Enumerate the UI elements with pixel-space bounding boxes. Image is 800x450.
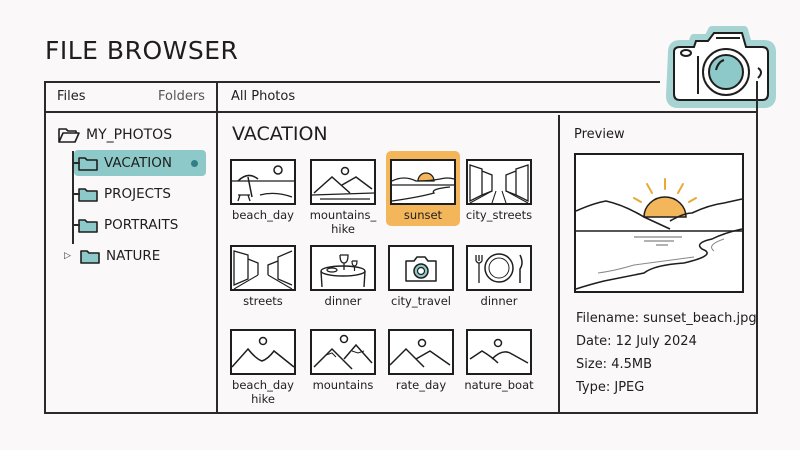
tile-label: city_travel (391, 294, 451, 308)
dinner-table-icon (310, 245, 376, 291)
tree-root-label: MY_PHOTOS (86, 127, 173, 143)
tab-folders[interactable]: Folders (158, 89, 205, 104)
landscape-icon (388, 329, 454, 375)
folder-icon (80, 249, 100, 264)
tile-label: streets (243, 294, 283, 308)
folder-icon (78, 156, 98, 171)
sunset-beach-image[interactable] (574, 153, 744, 293)
tree-line (72, 151, 74, 244)
tile-label: mountains (312, 378, 374, 392)
tile-label: mountains_ hike (309, 208, 377, 236)
tile-label: rate_day (395, 378, 447, 392)
tab-all-photos[interactable]: All Photos (231, 89, 296, 104)
sidebar-item-vacation[interactable]: VACATION (72, 150, 206, 176)
photo-tile[interactable]: rate_day (386, 325, 456, 392)
file-browser-frame: Files Folders All Photos MY_PHOTOS VACAT… (44, 81, 758, 414)
tile-label: nature_boat (464, 378, 534, 392)
tree-root-my-photos[interactable]: MY_PHOTOS (58, 127, 172, 143)
preview-date: Date: 12 July 2024 (576, 334, 697, 349)
snowy-mountains-icon (310, 329, 376, 375)
sidebar-item-label: VACATION (104, 155, 172, 171)
photo-tile-selected[interactable]: sunset (386, 151, 460, 226)
sunset-icon (390, 159, 456, 205)
city-streets-icon (466, 159, 532, 205)
folder-title: VACATION (232, 123, 328, 145)
tile-label: dinner (324, 294, 362, 308)
streets-icon (230, 245, 296, 291)
mountains-icon (310, 159, 376, 205)
tile-label: sunset (403, 208, 443, 222)
landscape-icon (466, 329, 532, 375)
camera-icon (666, 26, 776, 108)
tile-label: dinner (480, 294, 518, 308)
camera-icon (388, 245, 454, 291)
title-divider (44, 81, 660, 83)
preview-filename: Filename: sunset_beach.jpg (576, 311, 757, 326)
photo-tile[interactable]: beach_day hike (228, 325, 298, 406)
photo-tile[interactable]: city_travel (386, 241, 456, 308)
sidebar-item-label: NATURE (106, 248, 161, 264)
folder-icon (78, 187, 98, 202)
app-title: FILE BROWSER (45, 36, 239, 65)
photo-tile[interactable]: city_streets (464, 155, 534, 222)
header-row: Files Folders All Photos (46, 81, 758, 113)
photo-tile[interactable]: dinner (308, 241, 378, 308)
sidebar-item-nature[interactable]: ▷ NATURE (60, 243, 192, 269)
preview-title: Preview (574, 127, 625, 142)
sidebar-item-portraits[interactable]: PORTRAITS (72, 212, 206, 238)
expand-caret-icon[interactable]: ▷ (64, 251, 71, 261)
tab-files[interactable]: Files (57, 89, 86, 104)
preview-size: Size: 4.5MB (576, 357, 653, 372)
photo-tile[interactable]: mountains_ hike (308, 155, 378, 236)
photo-tile[interactable]: beach_day (228, 155, 298, 222)
photo-tile[interactable]: nature_boat (464, 325, 534, 392)
beach-icon (230, 159, 296, 205)
preview-type: Type: JPEG (576, 380, 645, 395)
sidebar-divider (216, 81, 218, 412)
folder-open-icon (58, 128, 80, 143)
preview-panel: Preview Filename: sunset_beach.jpg Date:… (558, 115, 758, 412)
sidebar-item-label: PROJECTS (104, 186, 171, 202)
tile-label: beach_day hike (232, 378, 294, 406)
photo-tile[interactable]: mountains (308, 325, 378, 392)
sidebar-item-projects[interactable]: PROJECTS (72, 181, 206, 207)
tile-label: beach_day (232, 208, 294, 222)
sidebar-item-label: PORTRAITS (104, 217, 179, 233)
tile-label: city_streets (465, 208, 533, 222)
landscape-icon (230, 329, 296, 375)
photo-tile[interactable]: dinner (464, 241, 534, 308)
folder-icon (78, 218, 98, 233)
photo-tile[interactable]: streets (228, 241, 298, 308)
plate-cutlery-icon (466, 245, 532, 291)
selected-dot-indicator (191, 160, 198, 167)
